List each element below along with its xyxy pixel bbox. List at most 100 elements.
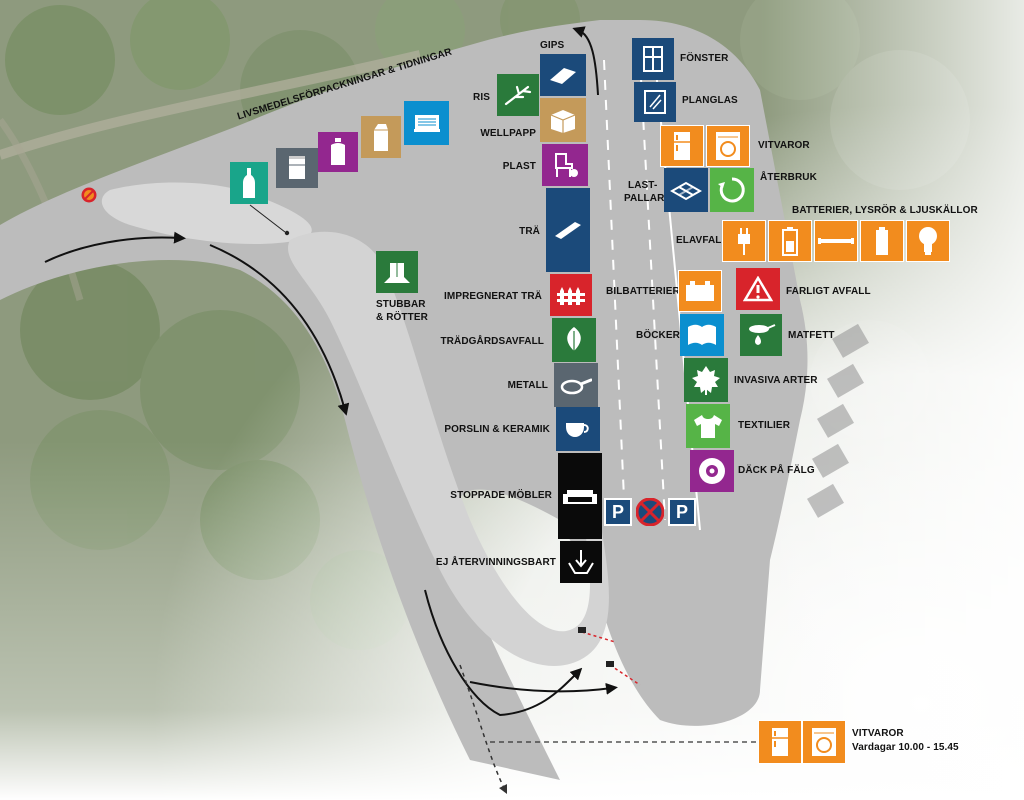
gypsum-board-icon bbox=[548, 65, 578, 85]
plug-icon bbox=[734, 226, 754, 256]
non-recyclable-station bbox=[560, 541, 602, 583]
label-bocker: BÖCKER bbox=[636, 330, 680, 341]
stumps-station bbox=[376, 251, 418, 293]
label-fonster: FÖNSTER bbox=[680, 53, 729, 64]
label-tradgard: TRÄDGÅRDSAVFALL bbox=[440, 336, 544, 347]
upholstered-furniture-station bbox=[558, 453, 602, 539]
label-tra: TRÄ bbox=[519, 226, 540, 237]
pallets-station bbox=[664, 168, 708, 212]
fridge-icon bbox=[770, 727, 790, 757]
label-bilbatterier: BILBATTERIER bbox=[606, 286, 680, 297]
leaf-icon bbox=[562, 325, 586, 355]
washing-machine-icon bbox=[811, 727, 837, 757]
plastic-packaging-station bbox=[318, 132, 358, 172]
tshirt-icon bbox=[692, 413, 724, 439]
detergent-bottle-icon bbox=[328, 138, 348, 166]
fence-icon bbox=[557, 283, 585, 307]
fluorescent-tube-station bbox=[814, 220, 858, 262]
label-dack: DÄCK PÅ FÄLG bbox=[738, 465, 815, 476]
branches-station bbox=[497, 74, 539, 116]
fluorescent-tube-icon bbox=[818, 236, 854, 246]
battery-icon bbox=[781, 226, 799, 256]
cardboard-station bbox=[540, 98, 586, 142]
car-battery-station bbox=[678, 270, 722, 312]
parking-sign-right: P bbox=[668, 498, 696, 526]
label-textilier: TEXTILIER bbox=[738, 420, 791, 431]
no-stopping-icon bbox=[635, 497, 665, 527]
legend-fridge-tile bbox=[758, 720, 802, 764]
label-farligt: FARLIGT AVFALL bbox=[786, 286, 871, 297]
tires-station bbox=[690, 450, 734, 492]
textiles-station bbox=[686, 404, 730, 448]
label-impregnerat: IMPREGNERAT TRÄ bbox=[444, 291, 542, 302]
label-invasiva: INVASIVA ARTER bbox=[734, 375, 818, 386]
can-icon bbox=[286, 155, 308, 181]
label-matfett: MATFETT bbox=[788, 330, 835, 341]
legend-title: VITVAROR bbox=[852, 728, 904, 739]
frying-pan-icon bbox=[560, 375, 592, 395]
cardboard-box-icon bbox=[547, 107, 579, 133]
hazard-icon bbox=[743, 276, 773, 302]
small-battery-station bbox=[860, 220, 904, 262]
paper-packaging-station bbox=[361, 116, 401, 158]
recycle-icon bbox=[717, 175, 747, 205]
milk-carton-icon bbox=[370, 122, 392, 152]
label-ej: EJ ÅTERVINNINGSBART bbox=[435, 557, 556, 568]
flat-glass-station bbox=[634, 82, 676, 122]
label-vitvaror: VITVAROR bbox=[758, 140, 810, 151]
car-battery-icon bbox=[684, 280, 716, 302]
label-ris: RIS bbox=[473, 92, 490, 103]
label-elavfall: ELAVFALL bbox=[676, 235, 728, 246]
light-bulb-icon bbox=[917, 226, 939, 256]
label-metall: METALL bbox=[507, 380, 548, 391]
cooking-oil-station bbox=[740, 314, 782, 356]
white-goods-washer-station bbox=[706, 125, 750, 167]
gypsum-station bbox=[540, 54, 586, 96]
glass-pane-icon bbox=[643, 89, 667, 115]
pit-arrow-icon bbox=[566, 547, 596, 577]
oil-pan-icon bbox=[746, 321, 776, 349]
invasive-plant-icon bbox=[691, 364, 721, 396]
parking-sign-left: P bbox=[604, 498, 632, 526]
reuse-station bbox=[710, 168, 754, 212]
washing-machine-icon bbox=[715, 131, 741, 161]
label-stoppade: STOPPADE MÖBLER bbox=[450, 490, 552, 501]
plastic-station bbox=[542, 144, 588, 186]
label-gips: GIPS bbox=[540, 40, 565, 51]
label-wellpapp: WELLPAPP bbox=[480, 128, 536, 139]
book-icon bbox=[686, 323, 718, 347]
newspaper-station bbox=[404, 101, 449, 145]
parking-icon: P bbox=[611, 501, 624, 522]
plastic-chair-icon bbox=[550, 151, 580, 179]
books-station bbox=[680, 314, 724, 356]
battery-station bbox=[768, 220, 812, 262]
hazardous-waste-station bbox=[736, 268, 780, 310]
window-icon bbox=[642, 45, 664, 73]
electronics-plug-station bbox=[722, 220, 766, 262]
no-entry-sign-icon bbox=[81, 187, 97, 203]
parking-icon: P bbox=[675, 501, 688, 522]
garden-waste-station bbox=[552, 318, 596, 362]
light-bulb-station bbox=[906, 220, 950, 262]
legend-hours: Vardagar 10.00 - 15.45 bbox=[852, 742, 959, 753]
glass-bottle-station bbox=[230, 162, 268, 204]
fridge-icon bbox=[672, 131, 692, 161]
branch-icon bbox=[503, 83, 533, 107]
metal-packaging-station bbox=[276, 148, 318, 188]
pallet-icon bbox=[670, 179, 702, 201]
bottle-icon bbox=[241, 167, 257, 199]
window-station bbox=[632, 38, 674, 80]
impregnated-wood-station bbox=[550, 274, 592, 316]
invasive-species-station bbox=[684, 358, 728, 402]
label-stubbar-1: STUBBAR bbox=[376, 299, 426, 310]
label-batterier: BATTERIER, LYSRÖR & LJUSKÄLLOR bbox=[792, 205, 978, 216]
label-lastpallar-2: PALLAR bbox=[624, 193, 665, 204]
label-aterbruk: ÅTERBRUK bbox=[760, 172, 817, 183]
wood-station bbox=[546, 188, 590, 272]
cup-icon bbox=[563, 419, 593, 439]
legend-washer-tile bbox=[802, 720, 846, 764]
label-plast: PLAST bbox=[502, 161, 536, 172]
white-goods-fridge-station bbox=[660, 125, 704, 167]
wood-plank-icon bbox=[553, 220, 583, 240]
